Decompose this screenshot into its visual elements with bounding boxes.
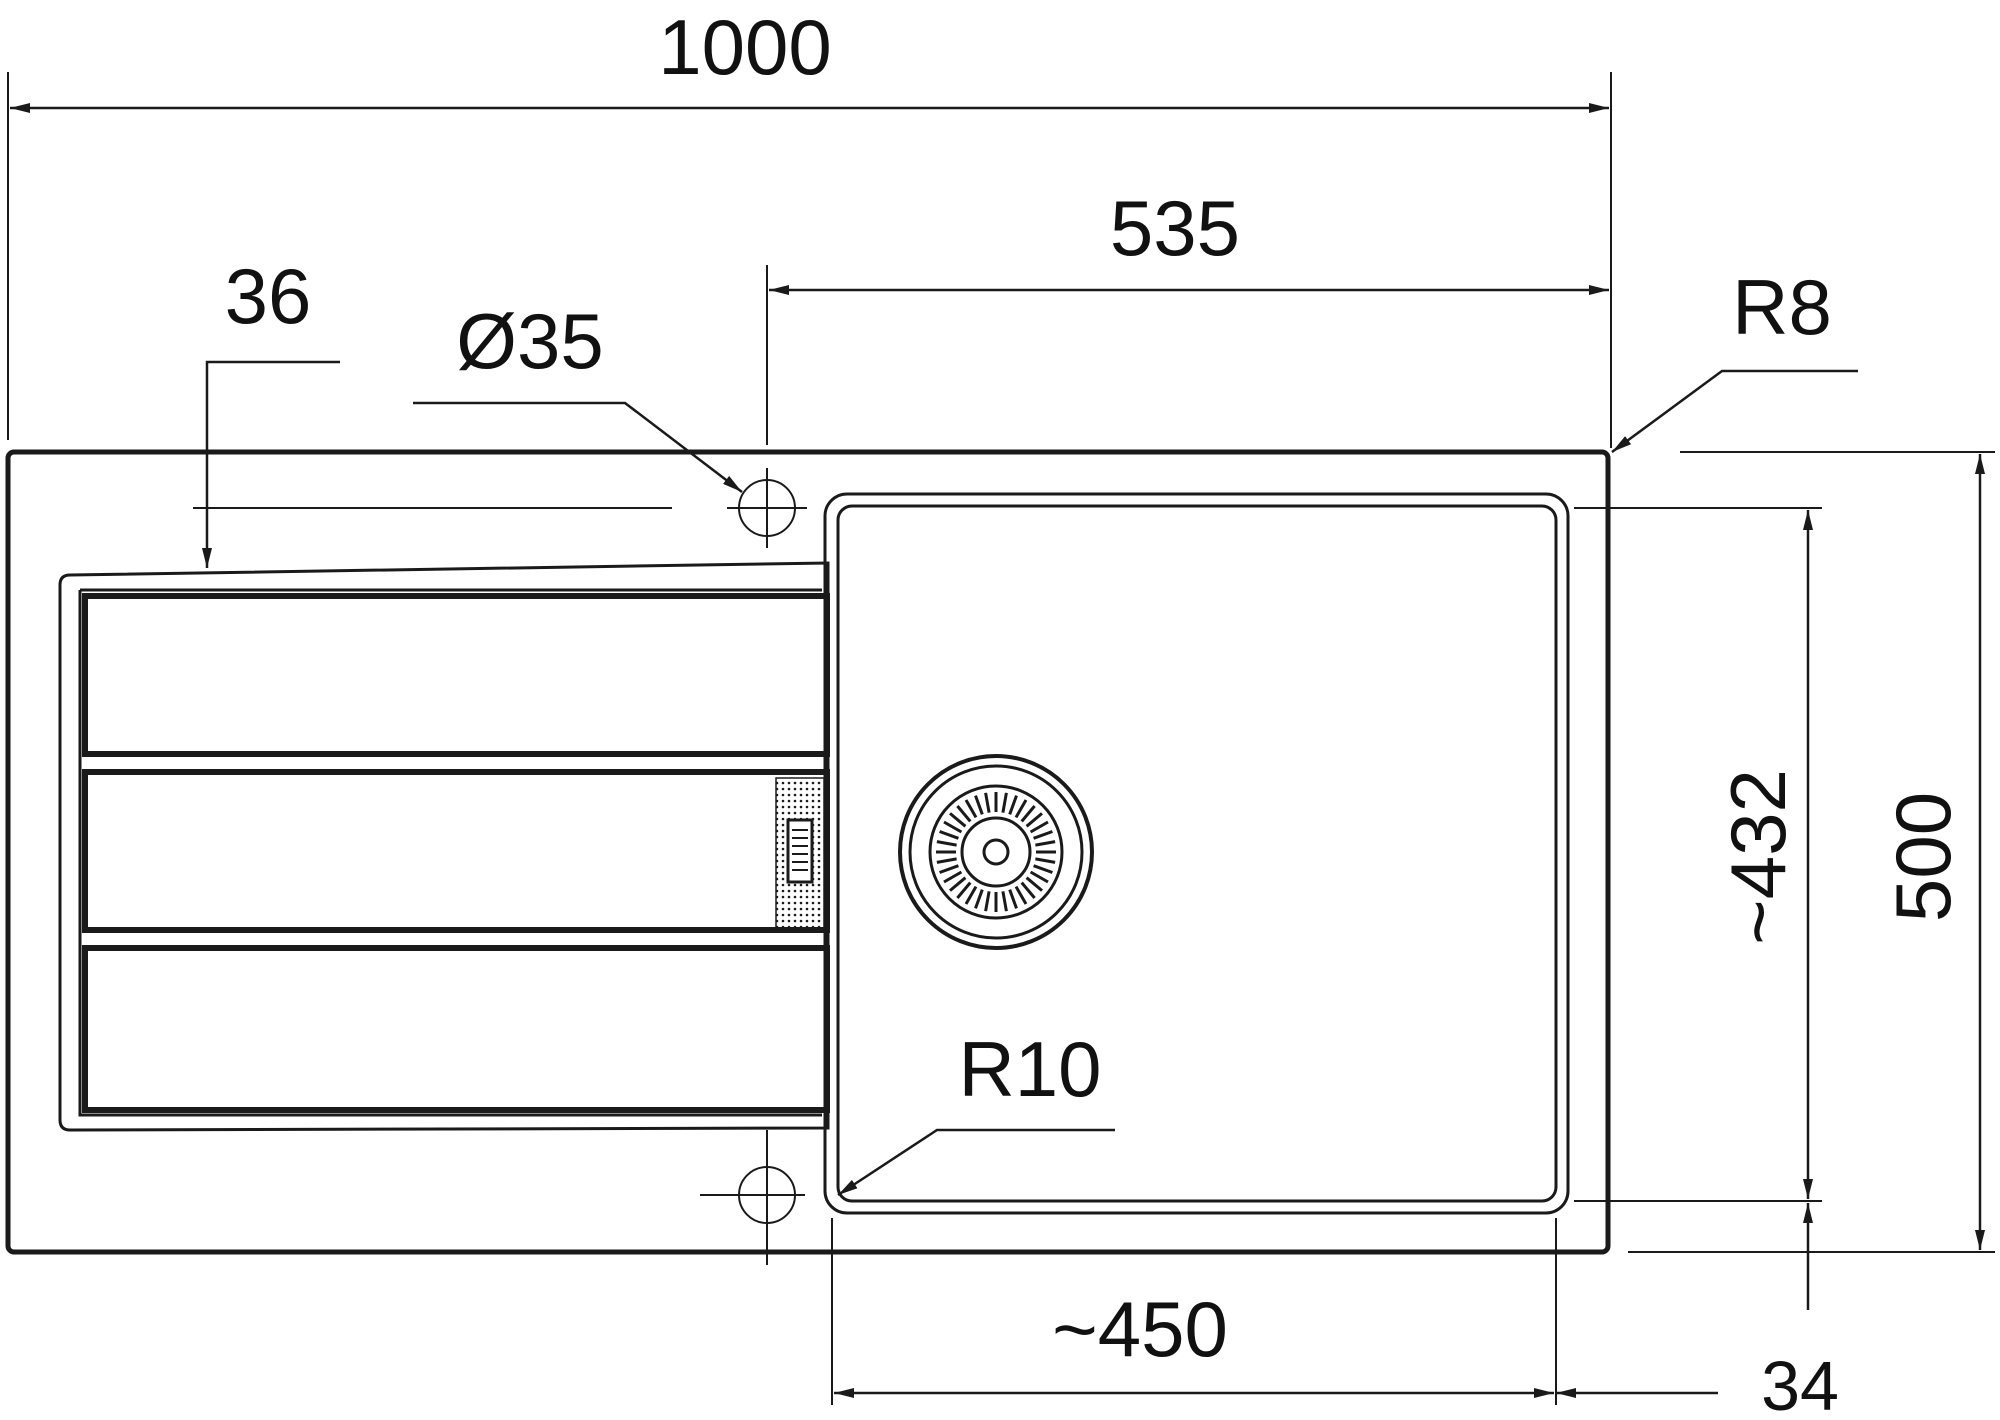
label-500: 500 (1879, 792, 1967, 922)
strainer-slot (1001, 792, 1008, 813)
label-r8: R8 (1732, 263, 1832, 351)
drainer-rib-1 (82, 593, 830, 757)
leader-r8 (1611, 369, 1858, 454)
strainer-slot (1001, 891, 1008, 912)
strainer-slot (956, 881, 972, 899)
dimension-lines (10, 103, 1985, 1398)
dim-leader-36 (202, 360, 340, 568)
strainer-slot (984, 792, 991, 813)
strainer-slot (939, 864, 959, 874)
extension-lines (7, 72, 1995, 1405)
strainer-slot (936, 840, 957, 847)
strainer-slot (964, 885, 978, 905)
strainer-slot (936, 857, 957, 864)
strainer-slot (1035, 857, 1056, 864)
strainer-slot (1020, 805, 1036, 823)
drain-strainer (898, 754, 1094, 950)
strainer-slot (984, 891, 991, 912)
strainer-slot (1014, 799, 1028, 819)
label-tap-hole-diameter: Ø35 (456, 297, 603, 385)
strainer-slot (956, 805, 972, 823)
drainer-rib-3 (82, 945, 830, 1113)
strainer-slot (1035, 840, 1056, 847)
strainer-slot (1020, 881, 1036, 899)
label-1000: 1000 (658, 3, 832, 91)
drainer-inner-edge (78, 588, 822, 1117)
strainer-slot (1025, 812, 1043, 828)
strainer-slot (949, 876, 967, 892)
label-432: ~432 (1714, 769, 1802, 945)
strainer-slot (943, 870, 963, 884)
drainer-outer-edge (58, 561, 830, 1132)
strainer-slot (964, 799, 978, 819)
label-r10: R10 (958, 1025, 1101, 1113)
bowl-inner-outline (836, 504, 1558, 1203)
strainer-slot (949, 812, 967, 828)
strainer-slot (974, 795, 984, 815)
strainer-slot (1008, 889, 1018, 909)
strainer-slot (943, 820, 963, 834)
drainer-board (58, 561, 830, 1132)
dimension-labels: 1000 535 36 Ø35 R8 R10 ~450 34 ~432 500 (225, 3, 1967, 1420)
strainer-slot (1008, 795, 1018, 815)
strainer-slot (1029, 820, 1049, 834)
overflow-grille (775, 777, 825, 929)
strainer-slot (939, 830, 959, 840)
strainer-slot (974, 889, 984, 909)
sink-outer-edge (5, 449, 1611, 1255)
label-535: 535 (1110, 184, 1240, 272)
tap-hole-top (727, 468, 807, 548)
leader-r10 (837, 1128, 1115, 1197)
tap-hole-bottom (700, 1130, 805, 1265)
leader-tap-hole (413, 401, 743, 493)
strainer-slot (1033, 864, 1053, 874)
strainer-slot (1014, 885, 1028, 905)
label-34: 34 (1761, 1347, 1839, 1420)
strainer-slot (1033, 830, 1053, 840)
label-450: ~450 (1052, 1285, 1228, 1373)
sink-outline (5, 449, 1611, 1255)
label-36: 36 (225, 252, 312, 340)
strainer-slot (1025, 876, 1043, 892)
drainer-rib-2 (82, 769, 830, 933)
strainer-slot (1029, 870, 1049, 884)
